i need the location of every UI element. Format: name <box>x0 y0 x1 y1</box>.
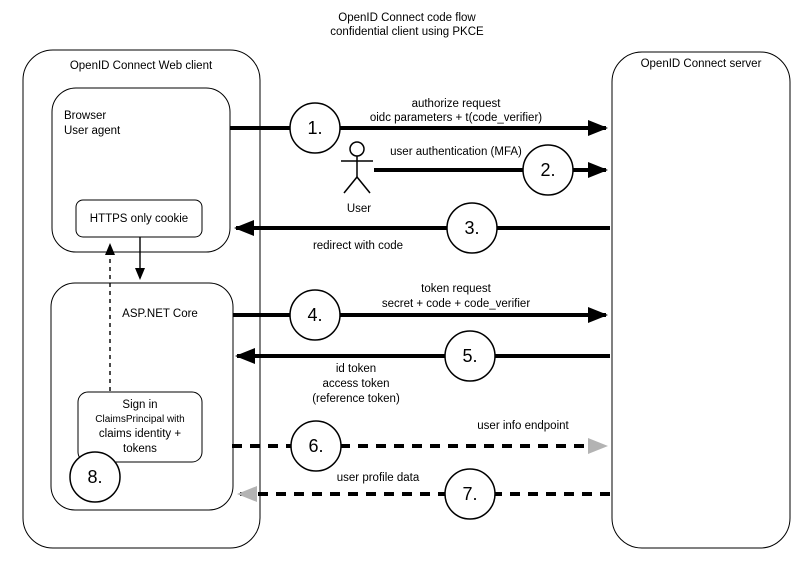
browser-box-label-line1: Browser <box>64 110 106 122</box>
step-1-label-2: oidc parameters + t(code_verifier) <box>370 112 542 124</box>
step-1-label-1: authorize request <box>412 98 502 110</box>
step-circle-8 <box>69 451 121 503</box>
step-5-label-1: id token <box>336 363 376 375</box>
aspnet-box-label: ASP.NET Core <box>122 308 198 320</box>
step-2-label-1: user authentication (MFA) <box>390 146 522 158</box>
step-circle-7-number: 7. <box>462 484 477 504</box>
step-7-label-1: user profile data <box>337 472 420 484</box>
step-circle-6 <box>290 420 342 472</box>
client-box-label: OpenID Connect Web client <box>70 60 213 72</box>
step-circle-2-number: 2. <box>540 160 555 180</box>
step-6-label-1: user info endpoint <box>477 420 569 432</box>
step-circle-3-number: 3. <box>464 218 479 238</box>
browser-box-label-line2: User agent <box>64 125 121 137</box>
signin-box-label-line4: tokens <box>123 443 157 455</box>
step-5-label-2: access token <box>322 378 389 390</box>
step-circle-5 <box>444 330 496 382</box>
step-5-label-3: (reference token) <box>312 393 400 405</box>
user-actor-icon <box>341 141 373 194</box>
signin-box-label-line2: ClaimsPrincipal with <box>95 414 184 425</box>
diagram-title-line1: OpenID Connect code flow <box>338 12 476 24</box>
step-4-label-1: token request <box>421 283 491 295</box>
step-circle-8-number: 8. <box>87 467 102 487</box>
user-actor-label: User <box>347 203 371 215</box>
step-circle-5-number: 5. <box>462 346 477 366</box>
step-circle-1-number: 1. <box>307 118 322 138</box>
signin-box-label-line3: claims identity + <box>99 428 181 440</box>
step-circle-6-number: 6. <box>308 436 323 456</box>
step-circle-7 <box>444 468 496 520</box>
cookie-box-label: HTTPS only cookie <box>90 213 188 225</box>
step-3-label-1: redirect with code <box>313 240 403 252</box>
step-circle-4-number: 4. <box>307 305 322 325</box>
cookie-box <box>75 199 203 238</box>
server-box <box>611 51 791 549</box>
step-circle-2 <box>522 144 574 196</box>
server-box-label: OpenID Connect server <box>641 58 762 70</box>
step-4-label-2: secret + code + code_verifier <box>382 298 530 310</box>
step-circle-3 <box>446 202 498 254</box>
step-circle-1 <box>289 102 341 154</box>
signin-box-label-line1: Sign in <box>122 399 157 411</box>
diagram-title-line2: confidential client using PKCE <box>330 26 484 38</box>
signin-box <box>77 391 203 463</box>
step-circle-4 <box>289 289 341 341</box>
